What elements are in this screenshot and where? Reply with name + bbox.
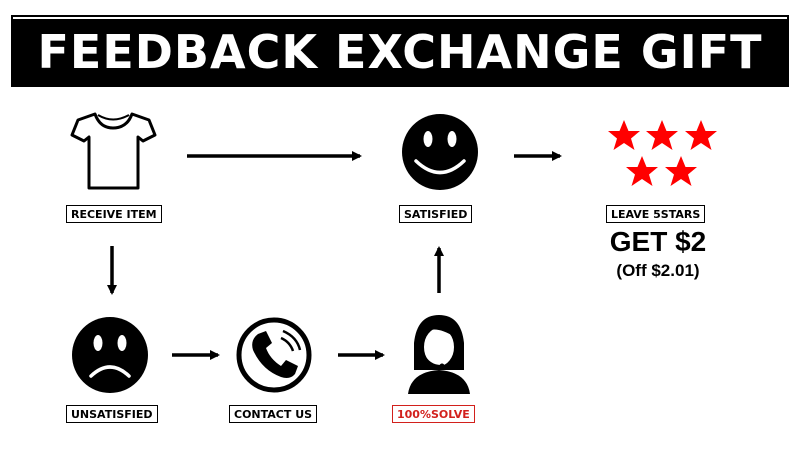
support-agent-icon (408, 315, 470, 394)
banner-title: FEEDBACK EXCHANGE GIFT (37, 25, 763, 79)
tshirt-icon (70, 112, 157, 190)
label-contact-us: CONTACT US (229, 405, 318, 423)
reward-headline: GET $2 (609, 226, 707, 257)
smiley-face-icon (402, 114, 478, 190)
label-unsatisfied: UNSATISFIED (66, 405, 158, 423)
phone-icon (236, 317, 312, 393)
label-100-solve: 100%SOLVE (392, 405, 475, 423)
reward-note: (Off $2.01) (616, 261, 700, 280)
title-banner: FEEDBACK EXCHANGE GIFT (13, 17, 787, 85)
label-leave-5stars: LEAVE 5STARS (606, 205, 706, 223)
label-receive-item: RECEIVE ITEM (66, 205, 162, 223)
label-satisfied: SATISFIED (399, 205, 473, 223)
sad-face-icon (72, 317, 148, 393)
five-stars-icon (608, 120, 717, 186)
